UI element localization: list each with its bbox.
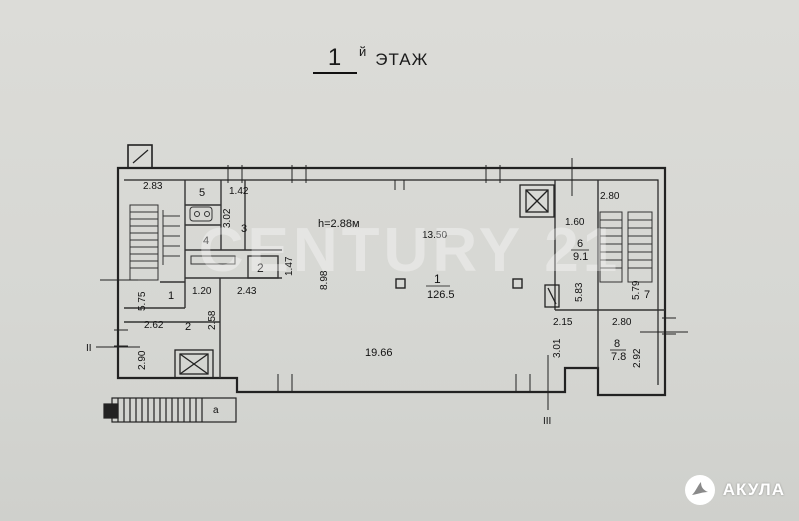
dim-5-79: 5.79 [631, 280, 642, 300]
inner-walls [124, 180, 665, 378]
floor-word: ЭТАЖ [375, 50, 429, 69]
area-labels: 126.5 9.1 7.8 [426, 249, 626, 363]
dim-13-50: 13.50 [422, 230, 447, 241]
room-a-label: a [213, 405, 219, 416]
dim-2-62: 2.62 [144, 320, 164, 331]
room-1a-label: 1 [168, 290, 174, 302]
room-2-label: 2 [185, 321, 191, 333]
columns [395, 278, 523, 289]
room-6-label: 6 [577, 238, 583, 250]
fixtures [189, 206, 236, 265]
dim-3-02: 3.02 [222, 208, 233, 228]
dim-2-90: 2.90 [137, 350, 148, 370]
dim-1-42: 1.42 [229, 186, 249, 197]
brand-name: АКУЛА [722, 480, 785, 499]
ceiling-height: h=2.88м [318, 218, 360, 230]
dim-2-15: 2.15 [553, 317, 573, 328]
section-left-label: II [86, 343, 92, 354]
brand: АКУЛА [684, 473, 785, 507]
dim-19-66: 19.66 [365, 347, 393, 359]
section-bottom-label: III [543, 416, 551, 427]
dim-3-01: 3.01 [552, 338, 563, 358]
room-3-label: 3 [241, 223, 247, 235]
section-lines [96, 158, 688, 410]
dim-2-43: 2.43 [237, 286, 257, 297]
room-labels: 5 3 4 2 1 2 6 7 8 a 1 [168, 187, 650, 416]
dim-5-83: 5.83 [574, 282, 585, 302]
room-2a-label: 2 [257, 261, 264, 275]
dim-2-80-top: 2.80 [600, 191, 620, 202]
shafts [174, 184, 560, 379]
room-6-area: 9.1 [573, 251, 588, 263]
dim-2-80-bottom: 2.80 [612, 317, 632, 328]
floor-suffix: й [359, 44, 368, 59]
windows [114, 165, 676, 392]
room-1-area: 126.5 [427, 289, 455, 301]
room-8-label: 8 [614, 338, 620, 350]
shark-logo-icon [684, 475, 715, 505]
section-markers: II III [86, 343, 551, 427]
room-8-area: 7.8 [611, 351, 626, 363]
floor-number: 1 [313, 44, 357, 74]
dim-1-20: 1.20 [192, 286, 212, 297]
stair-right [599, 211, 653, 283]
stair-left [129, 204, 180, 281]
room-1-label: 1 [434, 272, 441, 286]
stair-exterior [103, 397, 237, 423]
dim-2-92: 2.92 [632, 348, 643, 368]
dimension-labels: 2.83 1.42 3.02 13.50 1.60 2.80 1.47 8.98… [137, 181, 643, 370]
dim-2-58: 2.58 [207, 310, 218, 330]
room-7-label: 7 [644, 289, 650, 301]
dim-8-98: 8.98 [319, 270, 330, 290]
room-5-label: 5 [199, 187, 205, 199]
dim-1-60: 1.60 [565, 217, 585, 228]
room-4-label: 4 [203, 235, 209, 247]
dim-5-75: 5.75 [137, 291, 148, 311]
dim-2-83: 2.83 [143, 181, 163, 192]
dim-1-47: 1.47 [284, 256, 295, 276]
